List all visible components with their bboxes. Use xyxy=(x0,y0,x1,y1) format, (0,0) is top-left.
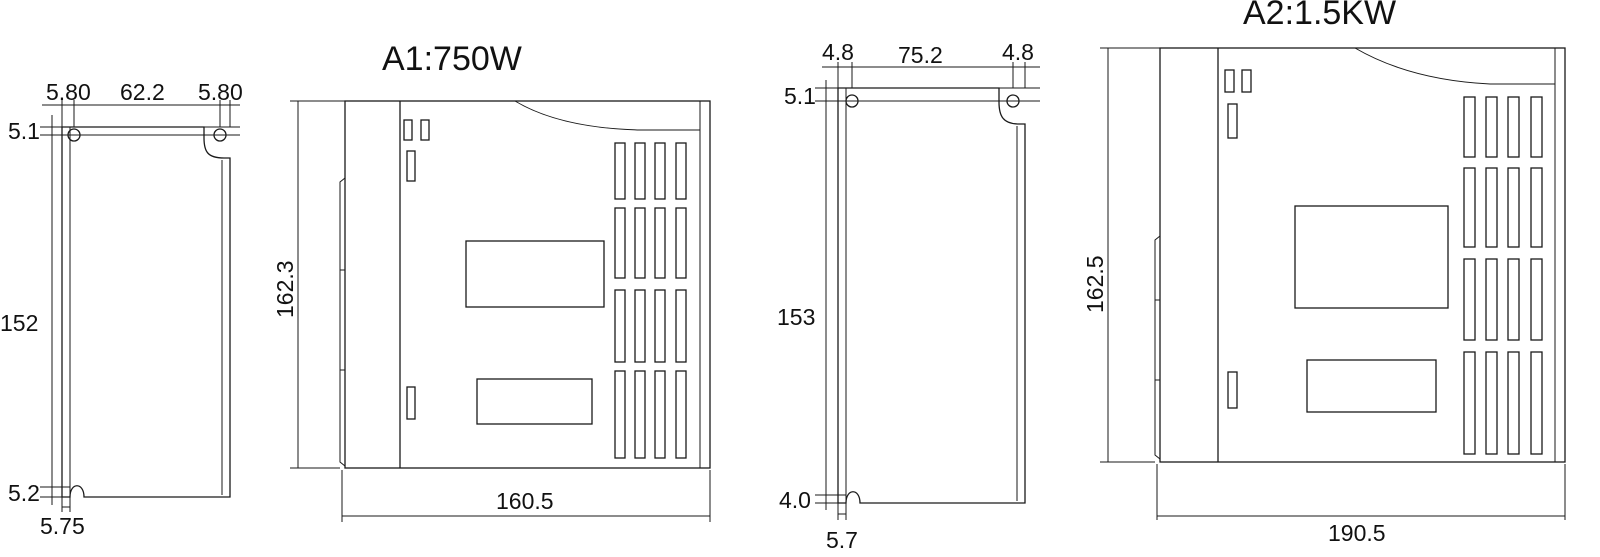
a1-front-dim-left-top: 5.1 xyxy=(8,118,40,144)
a1-front-dim-bottom-offset: 5.75 xyxy=(40,513,85,539)
a2-title: A2:1.5KW xyxy=(1243,0,1396,32)
a2-front-dim-left-top: 5.1 xyxy=(784,83,816,109)
a2-vent-grid xyxy=(1463,96,1543,455)
a2-side-dim-height: 162.5 xyxy=(1082,255,1108,313)
a1-front-dim-bottom-left: 5.2 xyxy=(8,480,40,506)
a2-front-dim-bottom-offset: 5.7 xyxy=(826,527,858,553)
a1-front-dim-height: 152 xyxy=(0,310,38,336)
a1-front-dim-top-right: 5.80 xyxy=(198,79,243,105)
a2-front-dim-top-right: 4.8 xyxy=(1002,39,1034,65)
a1-vent-grid xyxy=(614,142,687,459)
a1-front-view: 5.80 62.2 5.80 5.1 152 5.2 5.75 xyxy=(0,79,243,539)
a2-side-view: A2:1.5KW 162.5 190.5 xyxy=(1082,0,1566,546)
a2-front-dim-height: 153 xyxy=(777,304,815,330)
a1-side-dim-height: 162.3 xyxy=(272,260,298,318)
a1-side-dim-depth: 160.5 xyxy=(496,488,554,514)
a1-front-dim-top-left: 5.80 xyxy=(46,79,91,105)
a2-side-dim-depth: 190.5 xyxy=(1328,520,1386,546)
a2-front-dim-top-left: 4.8 xyxy=(822,39,854,65)
a2-front-dim-top-mid: 75.2 xyxy=(898,42,943,68)
a2-front-dim-bottom-left: 4.0 xyxy=(779,487,811,513)
a1-front-dim-top-mid: 62.2 xyxy=(120,79,165,105)
a1-side-view: A1:750W 162.3 160.5 xyxy=(272,40,711,522)
a2-front-view: 4.8 75.2 4.8 5.1 153 4.0 5.7 xyxy=(777,39,1040,553)
a1-title: A1:750W xyxy=(382,40,522,78)
